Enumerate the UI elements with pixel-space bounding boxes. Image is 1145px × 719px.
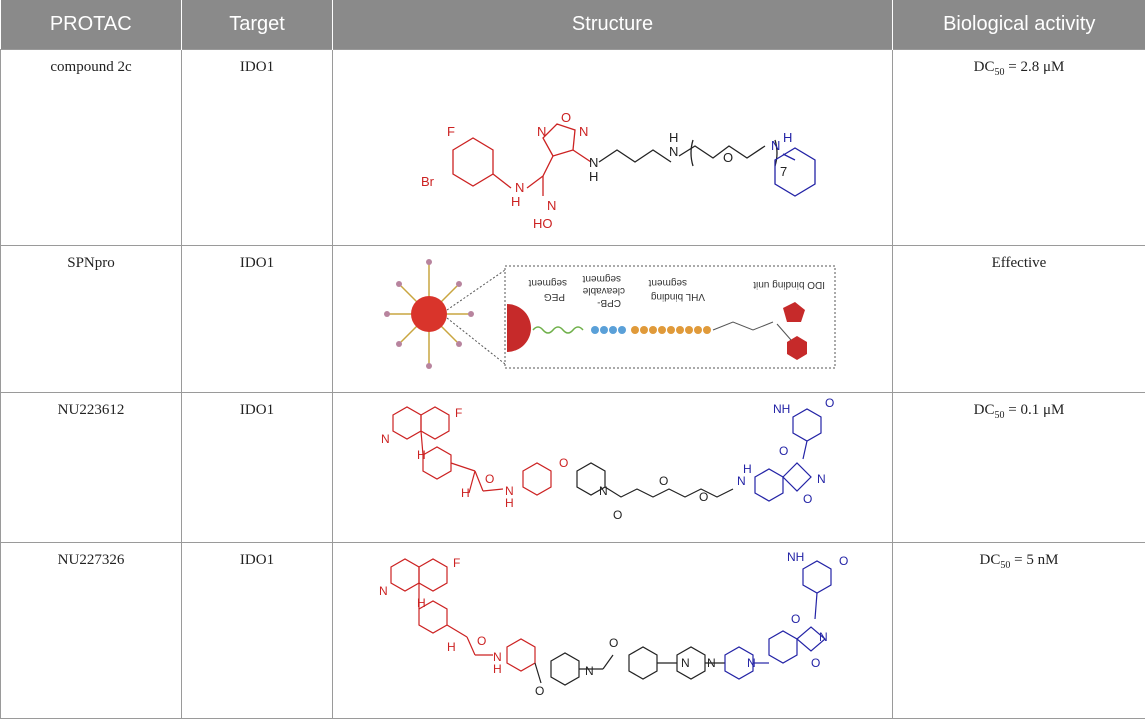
schematic-label: VHL binding — [650, 291, 704, 302]
atom-label: O — [485, 472, 494, 486]
protac-name: compound 2c — [1, 50, 182, 246]
atom-label: H — [447, 640, 456, 654]
atom-label: N — [669, 144, 678, 159]
spnpro-nanoparticle-schematic: segment PEG segment cleavable CPB- segme… — [383, 246, 843, 376]
target-name: IDO1 — [182, 50, 333, 246]
atom-label: N — [819, 630, 828, 644]
schematic-label: segment — [582, 273, 621, 284]
activity-value: Effective — [893, 246, 1145, 393]
atom-label: NH — [787, 550, 804, 564]
structure-cell: F N H H O N H O N — [333, 393, 893, 543]
target-name: IDO1 — [182, 543, 333, 719]
schematic-label: cleavable — [582, 285, 625, 296]
atom-label: H — [461, 486, 470, 500]
atom-label: H — [511, 194, 520, 209]
activity-value: DC50 = 0.1 μM — [893, 393, 1145, 543]
atom-label: H — [505, 496, 514, 510]
schematic-label: PEG — [543, 291, 564, 302]
table-row: NU227326 IDO1 F N — [1, 543, 1145, 719]
atom-label: N — [579, 124, 588, 139]
structure-cell: F N H H O N H — [333, 543, 893, 719]
atom-label: N — [547, 198, 556, 213]
atom-label: O — [561, 110, 571, 125]
table-row: NU223612 IDO1 F N — [1, 393, 1145, 543]
atom-label: N — [817, 472, 826, 486]
atom-label: N — [537, 124, 546, 139]
atom-label: F — [447, 124, 455, 139]
activity-value: DC50 = 2.8 μM — [893, 50, 1145, 246]
atom-label: O — [791, 612, 800, 626]
atom-label: O — [811, 656, 820, 670]
atom-label: N — [379, 584, 388, 598]
atom-label: N — [771, 138, 780, 153]
atom-label: O — [699, 490, 708, 504]
compound-2c-structure: F Br H N N HO O N N — [403, 50, 823, 234]
nu227326-structure: F N H H O N H — [363, 543, 863, 707]
header-biological-activity: Biological activity — [893, 0, 1145, 50]
header-structure: Structure — [333, 0, 893, 50]
atom-label: 7 — [780, 164, 787, 179]
atom-label: O — [839, 554, 848, 568]
atom-label: Br — [421, 174, 435, 189]
schematic-label: segment — [528, 277, 567, 288]
atom-label: N — [599, 484, 608, 498]
atom-label: F — [455, 406, 462, 420]
schematic-label: segment — [648, 277, 687, 288]
atom-label: O — [613, 508, 622, 522]
atom-label: O — [609, 636, 618, 650]
protac-name: NU223612 — [1, 393, 182, 543]
table-row: SPNpro IDO1 — [1, 246, 1145, 393]
target-name: IDO1 — [182, 246, 333, 393]
atom-label: O — [803, 492, 812, 506]
structure-cell: F Br H N N HO O N N — [333, 50, 893, 246]
atom-label: H — [669, 130, 678, 145]
atom-label: N — [381, 432, 390, 446]
header-row: PROTAC Target Structure Biological activ… — [1, 0, 1145, 50]
atom-label: H — [589, 169, 598, 184]
activity-value: DC50 = 5 nM — [893, 543, 1145, 719]
atom-label: HO — [533, 216, 553, 231]
atom-label: N — [737, 474, 746, 488]
atom-label: O — [477, 634, 486, 648]
atom-label: F — [453, 556, 460, 570]
atom-label: H — [743, 462, 752, 476]
atom-label: NH — [773, 402, 790, 416]
atom-label: O — [659, 474, 668, 488]
structure-cell: segment PEG segment cleavable CPB- segme… — [333, 246, 893, 393]
atom-label: N — [747, 656, 756, 670]
protac-name: NU227326 — [1, 543, 182, 719]
schematic-label: CPB- — [597, 297, 621, 308]
header-target: Target — [182, 0, 333, 50]
atom-label: O — [723, 150, 733, 165]
atom-label: O — [535, 684, 544, 698]
atom-label: N — [585, 664, 594, 678]
nu223612-structure: F N H H O N H O N — [363, 393, 863, 531]
atom-label: N — [589, 155, 598, 170]
header-protac: PROTAC — [1, 0, 182, 50]
atom-label: O — [825, 396, 834, 410]
atom-label: H — [493, 662, 502, 676]
protac-name: SPNpro — [1, 246, 182, 393]
atom-label: O — [559, 456, 568, 470]
table-row: compound 2c IDO1 F Br — [1, 50, 1145, 246]
atom-label: N — [707, 656, 716, 670]
atom-label: H — [783, 130, 792, 145]
atom-label: O — [779, 444, 788, 458]
atom-label: N — [681, 656, 690, 670]
schematic-label: IDO binding unit — [753, 279, 825, 290]
target-name: IDO1 — [182, 393, 333, 543]
atom-label: N — [515, 180, 524, 195]
atom-label: H — [417, 448, 426, 462]
atom-label: H — [417, 596, 426, 610]
